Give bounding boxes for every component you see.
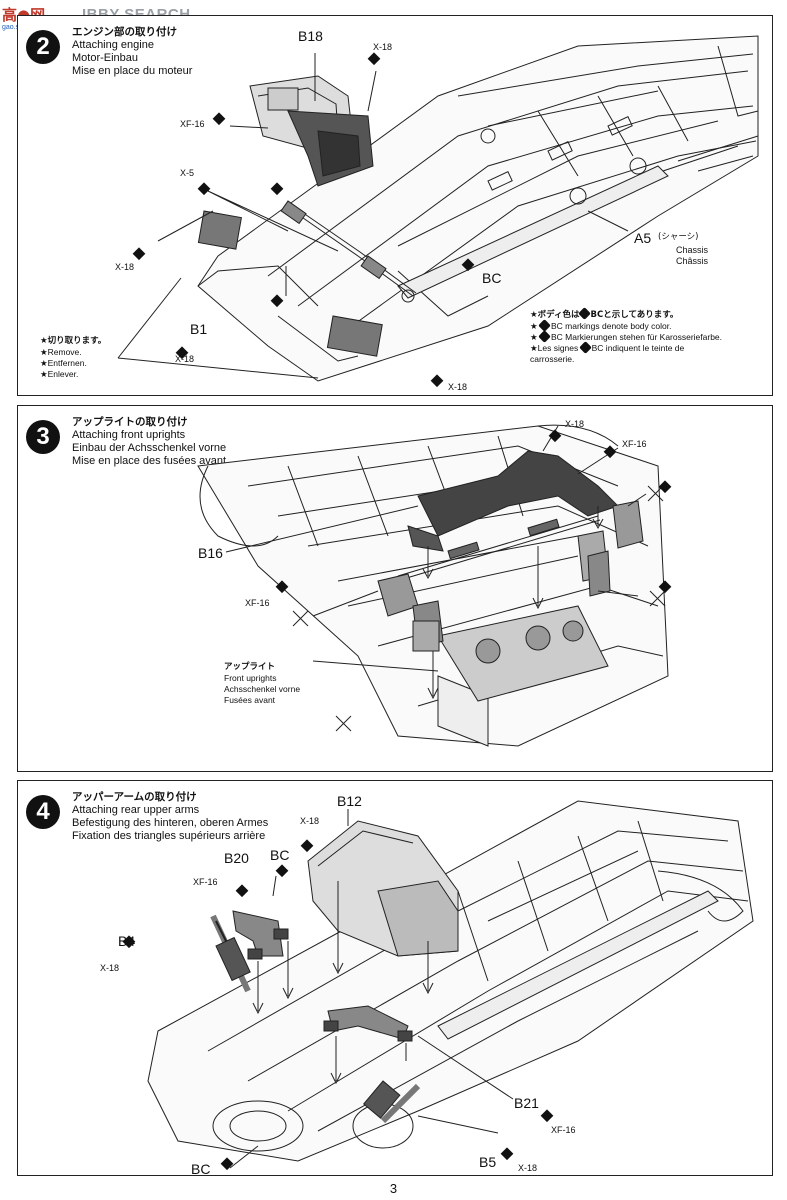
body-color-note-de-line: ★ BC Markierungen stehen für Karosserief… (530, 330, 723, 343)
cut-note-jp: ★切り取ります。 (40, 336, 107, 346)
screw-label-xf16-right: XF-16 (622, 439, 647, 449)
screw-label-x18: X-18 (565, 419, 585, 429)
rear-upper-arm-drawing (122, 800, 754, 1171)
part-label-a5-en: Chassis (676, 245, 709, 255)
step-title-fr: Mise en place du moteur (72, 65, 193, 77)
body-color-note-en-line: ★ BC markings denote body color. (530, 319, 672, 332)
part-label-b18: B18 (298, 28, 323, 44)
body-color-note-jp-line: ★ボディ色は BCと示してあります。 (530, 307, 768, 321)
part-label-a5-jp: (シャーシ) (658, 232, 699, 242)
part-label-a5: A5 (634, 230, 652, 246)
screw-label-xf16: XF-16 (193, 877, 218, 887)
step-title: エンジン部の取り付け Attaching engine Motor-Einbau… (72, 26, 192, 78)
page-number: 3 (389, 1181, 398, 1196)
body-color-note-fr-b: BC indiquent le teinte de (591, 343, 685, 353)
step-number-badge: 2 (26, 30, 60, 64)
screw-label-x18-left: X-18 (115, 262, 135, 272)
cut-note-fr: ★Enlever. (40, 369, 79, 379)
step-title-de: Einbau der Achsschenkel vorne (72, 442, 227, 454)
cut-note-de: ★Entfernen. (40, 358, 87, 368)
step-title: アップライトの取り付け Attaching front uprights Ein… (72, 416, 226, 468)
bc-marker-icon (578, 341, 592, 354)
body-color-note-fr-c: carrosserie. (530, 354, 575, 364)
screw-label-x18-left: X-18 (100, 963, 120, 973)
cut-note: ★切り取ります。 ★Remove. ★Entfernen. ★Enlever. (40, 336, 106, 380)
screw-label-x18-b5: X-18 (518, 1163, 538, 1173)
part-label-b21: B21 (514, 1095, 539, 1111)
step-title-jp: アップライトの取り付け (72, 416, 188, 428)
step-4-panel: 4 アッパーアームの取り付け Attaching rear upper arms… (17, 780, 773, 1176)
engine-assembly-drawing (117, 35, 759, 388)
part-label-b5: B5 (479, 1154, 497, 1170)
screw-label-x18-top: X-18 (373, 42, 393, 52)
part-label-b1: B1 (190, 321, 208, 337)
step-title-jp: アッパーアームの取り付け (72, 791, 197, 803)
screw-label-x18-bottom: X-18 (448, 382, 468, 392)
upright-caption-en: Front uprights (224, 673, 277, 683)
upright-caption-jp: アップライト (224, 662, 276, 672)
step-title-de: Motor-Einbau (72, 52, 139, 64)
screw-label-x18-mid: X-18 (175, 354, 195, 364)
part-label-b16: B16 (198, 545, 223, 561)
step-title-jp: エンジン部の取り付け (72, 26, 177, 38)
body-color-note-fr-a: Les signes (537, 343, 579, 353)
body-color-note-de: BC Markierungen stehen für Karosseriefar… (550, 332, 723, 342)
upright-caption-fr: Fusées avant (224, 695, 276, 705)
step-title-en: Attaching engine (72, 39, 154, 51)
front-upright-drawing (197, 424, 672, 747)
step-title-fr: Fixation des triangles supérieurs arrièr… (72, 830, 266, 842)
bc-marker-icon (538, 330, 551, 343)
part-label-b20: B20 (224, 850, 249, 866)
color-label-bc: BC (482, 270, 502, 286)
part-label-b4: B4 (118, 933, 136, 949)
step-title-de: Befestigung des hinteren, oberen Armes (72, 817, 269, 829)
screw-label-x5: X-5 (180, 168, 195, 178)
color-label-bc-bottom: BC (191, 1161, 211, 1176)
body-color-note-en: BC markings denote body color. (550, 321, 672, 331)
step-2-panel: 2 エンジン部の取り付け Attaching engine Motor-Einb… (17, 15, 773, 396)
screw-label-xf16: XF-16 (180, 119, 205, 129)
screw-label-xf16-b21: XF-16 (551, 1125, 576, 1135)
cut-note-en: ★Remove. (40, 347, 82, 357)
upright-caption-de: Achsschenkel vorne (224, 684, 301, 694)
body-color-note-fr-line: ★Les signes BC indiquent le teinte de (530, 341, 685, 354)
part-label-b12: B12 (337, 793, 362, 809)
body-color-note-jp-a: ★ボディ色は (530, 310, 580, 320)
step-3-panel: 3 アップライトの取り付け Attaching front uprights E… (17, 405, 773, 772)
step-title-en: Attaching front uprights (72, 429, 186, 441)
step-title: アッパーアームの取り付け Attaching rear upper arms B… (72, 791, 268, 843)
step-number-badge: 3 (26, 420, 60, 454)
part-label-a5-fr: Châssis (676, 256, 709, 266)
body-color-note: ★ボディ色は BCと示してあります。 ★ BC markings denote b… (530, 307, 768, 365)
step-title-fr: Mise en place des fusées avant (72, 455, 227, 467)
body-color-note-jp-b: BCと示してあります。 (590, 310, 679, 320)
screw-label-x18-top: X-18 (300, 816, 320, 826)
step-number-badge: 4 (26, 795, 60, 829)
color-label-bc-top: BC (270, 847, 290, 863)
upright-caption: アップライト Front uprights Achsschenkel vorne… (224, 662, 300, 706)
screw-label-xf16-left: XF-16 (245, 598, 270, 608)
step-title-en: Attaching rear upper arms (72, 804, 200, 816)
